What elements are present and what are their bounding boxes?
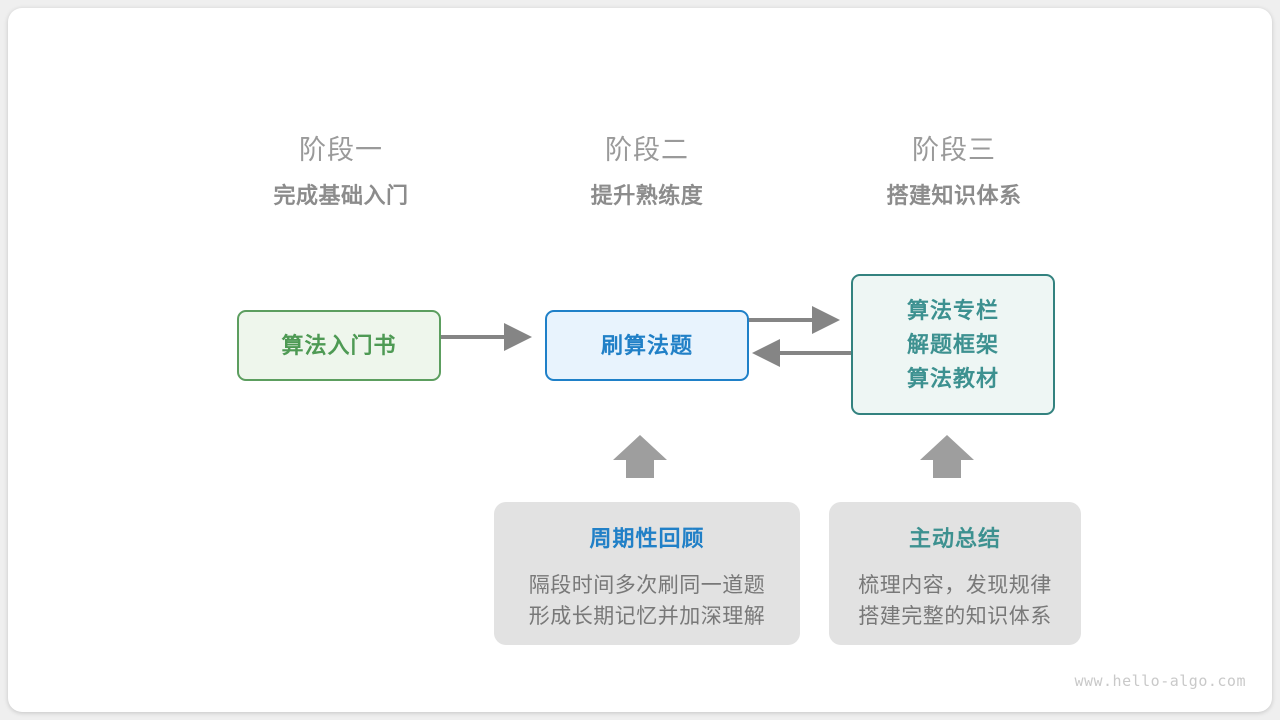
- tip-card-summary[interactable]: 主动总结 梳理内容，发现规律 搭建完整的知识体系: [829, 502, 1081, 645]
- tip-review-body: 隔段时间多次刷同一道题 形成长期记忆并加深理解: [529, 570, 766, 632]
- tip-review-body-line-1: 隔段时间多次刷同一道题: [528, 574, 766, 597]
- stage-3-name: 阶段三: [912, 135, 996, 165]
- node-resources[interactable]: 算法专栏 解题框架 算法教材: [851, 274, 1055, 415]
- tip-summary-body-line-1: 梳理内容，发现规律: [858, 574, 1052, 597]
- node-practice-label: 刷算法题: [600, 332, 693, 358]
- node-resources-line-2: 解题框架: [906, 331, 999, 357]
- stage-3-subtitle: 搭建知识体系: [886, 183, 1022, 208]
- node-resources-line-1: 算法专栏: [906, 297, 999, 323]
- node-resources-line-3: 算法教材: [906, 365, 999, 391]
- stage-header-1: 阶段一 完成基础入门: [211, 133, 471, 211]
- stage-1-name: 阶段一: [299, 135, 383, 165]
- node-intro-book-label: 算法入门书: [281, 332, 397, 358]
- tip-summary-body-line-2: 搭建完整的知识体系: [858, 605, 1052, 628]
- arrow-up-summary: [920, 435, 974, 478]
- stage-1-subtitle: 完成基础入门: [273, 183, 409, 208]
- stage-header-3: 阶段三 搭建知识体系: [824, 133, 1084, 211]
- stage-2-name: 阶段二: [605, 135, 689, 165]
- tip-card-review[interactable]: 周期性回顾 隔段时间多次刷同一道题 形成长期记忆并加深理解: [494, 502, 800, 645]
- tip-review-body-line-2: 形成长期记忆并加深理解: [528, 605, 766, 628]
- arrow-up-review: [613, 435, 667, 478]
- watermark-url: www.hello-algo.com: [1074, 672, 1246, 690]
- node-practice[interactable]: 刷算法题: [545, 310, 749, 381]
- stage-header-2: 阶段二 提升熟练度: [517, 133, 777, 211]
- tip-summary-title: 主动总结: [908, 526, 1001, 551]
- tip-summary-body: 梳理内容，发现规律 搭建完整的知识体系: [858, 570, 1052, 632]
- tip-review-title: 周期性回顾: [589, 526, 705, 551]
- node-intro-book[interactable]: 算法入门书: [237, 310, 441, 381]
- stage-2-subtitle: 提升熟练度: [590, 183, 704, 208]
- diagram-canvas: 阶段一 完成基础入门 阶段二 提升熟练度 阶段三 搭建知识体系 算法入门书 刷算…: [8, 8, 1272, 712]
